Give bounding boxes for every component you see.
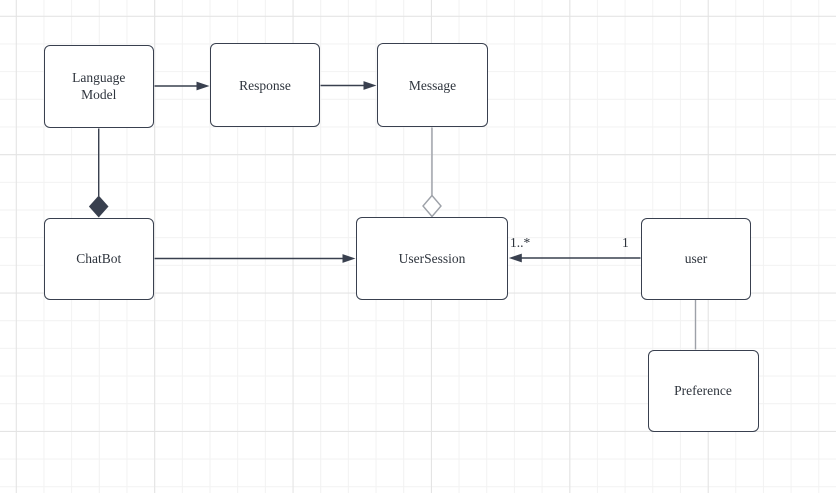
arrowhead-icon <box>196 81 210 91</box>
node-user[interactable]: user <box>641 217 751 300</box>
edge-user-usersession[interactable] <box>508 253 641 263</box>
node-preference[interactable]: Preference <box>647 349 759 432</box>
edge-response-message[interactable] <box>320 81 377 90</box>
node-usersession[interactable]: UserSession <box>356 217 508 300</box>
node-response[interactable]: Response <box>210 43 320 127</box>
node-message[interactable]: Message <box>377 43 488 127</box>
node-label: Response <box>239 77 291 93</box>
arrowhead-icon <box>508 253 522 263</box>
node-label: user <box>684 251 708 267</box>
node-label: Preference <box>674 383 732 399</box>
edge-message-usersession[interactable] <box>422 127 442 218</box>
edge-language-model-chatbot[interactable] <box>88 128 109 218</box>
edge-language-model-response[interactable] <box>154 81 210 91</box>
arrowhead-icon <box>363 81 377 90</box>
node-label: UserSession <box>398 250 466 266</box>
node-language-model[interactable]: Language Model <box>43 44 154 128</box>
composition-diamond-icon <box>88 195 109 218</box>
arrowhead-icon <box>342 254 356 263</box>
multiplicity-label-usersession: 1..* <box>510 235 531 250</box>
node-label: Message <box>408 77 457 93</box>
node-label: Language Model <box>72 70 126 103</box>
node-label: ChatBot <box>76 251 122 267</box>
multiplicity-label-user: 1 <box>622 235 629 250</box>
edge-chatbot-usersession[interactable] <box>154 254 356 263</box>
aggregation-diamond-icon <box>422 194 442 218</box>
node-chatbot[interactable]: ChatBot <box>43 218 154 300</box>
